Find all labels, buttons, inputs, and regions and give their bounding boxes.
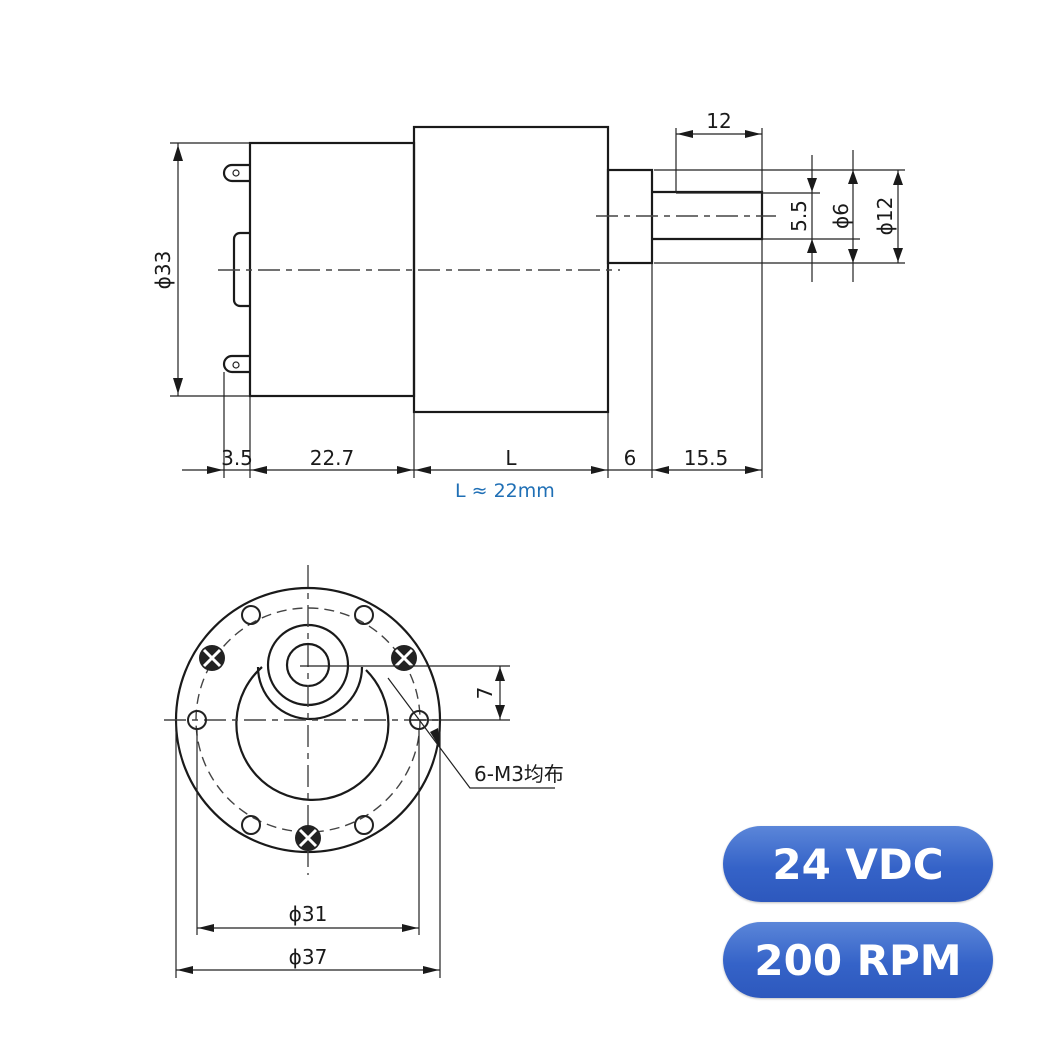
svg-text:ϕ6: ϕ6 <box>829 203 853 229</box>
svg-text:12: 12 <box>706 109 731 133</box>
svg-text:ϕ33: ϕ33 <box>151 251 175 290</box>
svg-text:15.5: 15.5 <box>684 446 729 470</box>
terminal-top <box>222 163 250 183</box>
terminal-bottom <box>222 354 250 374</box>
front-view: 7 6-M3均布 ϕ31 ϕ37 <box>164 565 564 978</box>
voltage-badge: 24 VDC <box>723 826 993 902</box>
svg-text:22.7: 22.7 <box>310 446 355 470</box>
speed-badge: 200 RPM <box>723 922 993 998</box>
svg-text:ϕ31: ϕ31 <box>289 902 328 926</box>
side-view: ϕ33 12 5.5 ϕ6 ϕ12 3.5 22.7 L 6 15.5 <box>151 109 905 478</box>
svg-text:L: L <box>505 446 517 470</box>
svg-text:6-M3均布: 6-M3均布 <box>474 762 564 786</box>
svg-text:5.5: 5.5 <box>787 200 811 232</box>
gearbox-length-note: L ≈ 22mm <box>455 480 555 502</box>
svg-text:ϕ37: ϕ37 <box>289 945 328 969</box>
svg-text:ϕ12: ϕ12 <box>873 197 897 236</box>
svg-text:6: 6 <box>624 446 637 470</box>
svg-text:7: 7 <box>473 687 497 700</box>
svg-text:3.5: 3.5 <box>221 446 253 470</box>
